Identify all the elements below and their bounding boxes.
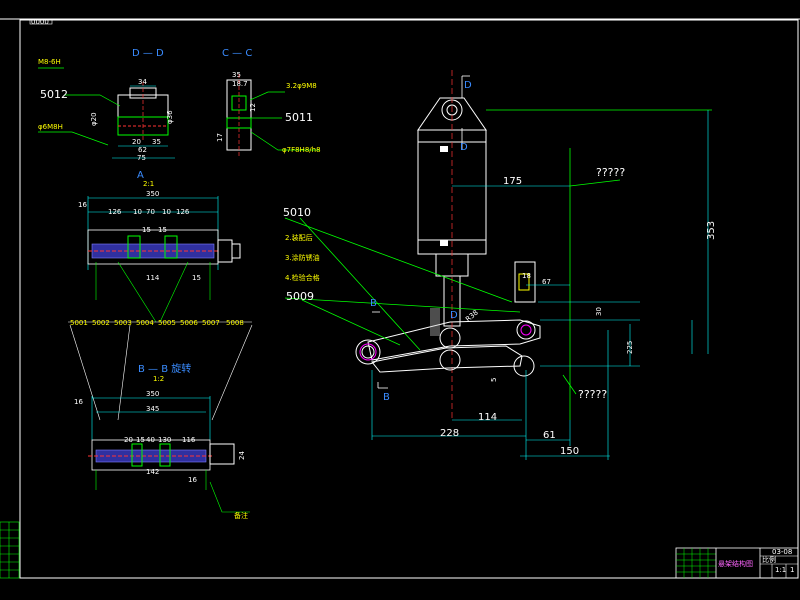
part-5012: 5012 [40,88,68,101]
dim-bb-130: 130 [158,436,171,444]
section-cc: C — C 35 18.7 12 17 3.2φ9M8 φ7F8H8/h8 50… [216,48,321,158]
dim-main-353: 353 [706,221,717,240]
dim-main-114: 114 [478,412,497,423]
part-unknown-1: ????? [596,166,625,179]
title-block-name: 悬架结构图 [718,559,753,568]
svg-text:5005: 5005 [158,319,176,327]
dim-aa-16: 16 [78,201,87,209]
dim-main-150: 150 [560,446,579,457]
dim-aa-350: 350 [146,190,159,198]
dim-cc-17: 17 [216,133,224,142]
ring-note: 备注 [234,511,248,520]
dim-bb-15: 15 [136,436,145,444]
dim-aa-15c: 15 [192,274,201,282]
svg-text:M8-6H: M8-6H [38,58,61,66]
section-cc-label: C — C [222,48,252,59]
dim-aa-15a: 15 [142,226,151,234]
svg-text:5001: 5001 [70,319,88,327]
part-5011: 5011 [285,111,313,124]
section-bb-label: B — B 旋转 [138,362,191,375]
dim-main-b: B [370,298,377,309]
svg-text:5006: 5006 [180,319,198,327]
dim-main-18: 18 [522,272,531,280]
note-2: 3.涂防锈油 [285,253,320,262]
title-block-sheet: 1 [790,566,794,574]
corner-tag-box [29,18,53,25]
svg-text:5002: 5002 [92,319,110,327]
dim-main-d: D [450,310,458,321]
dim-bb-116: 116 [182,436,196,444]
dim-dd-34: 34 [138,78,147,86]
revision-strip [0,521,20,579]
dim-aa-10b: 10 [162,208,171,216]
dim-dd-phi: φ20 [90,112,98,126]
corner-tag: 0000 [31,18,49,26]
part-unknown-2: ????? [578,388,607,401]
svg-text:5003: 5003 [114,319,132,327]
title-block-code: 03-08 [772,548,792,556]
note-3: 4.检验合格 [285,273,320,282]
part-5010: 5010 [283,206,311,219]
sheet-border [19,19,799,579]
section-dd: D — D 34 20 35 62 75 φ36 φ20 M8-6H φ6M8H… [38,48,175,162]
dim-main-61: 61 [543,430,556,441]
dim-dd-36: φ36 [166,110,174,124]
svg-text:5004: 5004 [136,319,154,327]
title-block-note: 比例 [762,555,776,564]
dim-bb-350: 350 [146,390,159,398]
dim-main-d-mid: D [460,142,468,153]
dim-bb-40: 40 [146,436,155,444]
dim-bb-16: 16 [74,398,83,406]
dim-main-b2: B [383,392,390,403]
svg-text:φ6M8H: φ6M8H [38,123,63,131]
dim-main-225: 225 [626,341,634,354]
section-aa-sub: 2:1 [143,180,154,188]
dim-main-175: 175 [503,176,522,187]
dim-cc-10: 18.7 [232,80,248,88]
dim-aa-126a: 126 [108,208,122,216]
main-assembly: 175 353 18 67 30 225 5 R38 114 228 61 15… [283,70,717,460]
dim-aa-126b: 126 [176,208,190,216]
note-1: 2.装配后 [285,233,313,242]
svg-text:5008: 5008 [226,319,244,327]
dim-bb-24: 24 [238,451,246,460]
dim-aa-15b: 15 [158,226,167,234]
section-dd-label: D — D [132,48,164,59]
section-aa: A 2:1 350 16 126 10 70 10 126 15 15 114 … [78,170,241,323]
leader-code-row: 5001 5002 5003 5004 5005 5006 5007 5008 [68,319,253,421]
dim-aa-10a: 10 [133,208,142,216]
title-block-scale: 1:1 [775,566,786,574]
dim-main-5: 5 [490,378,498,382]
dim-dd-20: 20 [132,138,141,146]
dim-bb-345: 345 [146,405,159,413]
section-bb-sub: 1:2 [153,375,164,383]
dim-main-228: 228 [440,428,459,439]
part-5009: 5009 [286,290,314,303]
svg-text:5007: 5007 [202,319,220,327]
dim-main-30: 30 [595,307,603,316]
dim-aa-114: 114 [146,274,160,282]
dim-bb-20: 20 [124,436,133,444]
dim-dd-75: 75 [137,154,146,162]
section-bb: B — B 旋转 1:2 350 345 16 20 15 40 130 116… [74,362,250,520]
dim-dd-62: 62 [138,146,147,154]
dim-main-d-top: D [464,80,472,91]
svg-text:3.2φ9M8: 3.2φ9M8 [286,82,317,90]
dim-aa-70: 70 [146,208,155,216]
title-block: 悬架结构图 03-08 比例 1:1 1 [675,547,799,579]
dim-bb-142: 142 [146,468,159,476]
dim-main-67: 67 [542,278,551,286]
dim-cc-12: 12 [249,103,257,112]
svg-text:φ7F8H8/h8: φ7F8H8/h8 [282,146,321,154]
dim-dd-35: 35 [152,138,161,146]
dim-bb-16b: 16 [188,476,197,484]
dim-cc-35: 35 [232,71,241,79]
section-aa-label: A [137,170,144,181]
